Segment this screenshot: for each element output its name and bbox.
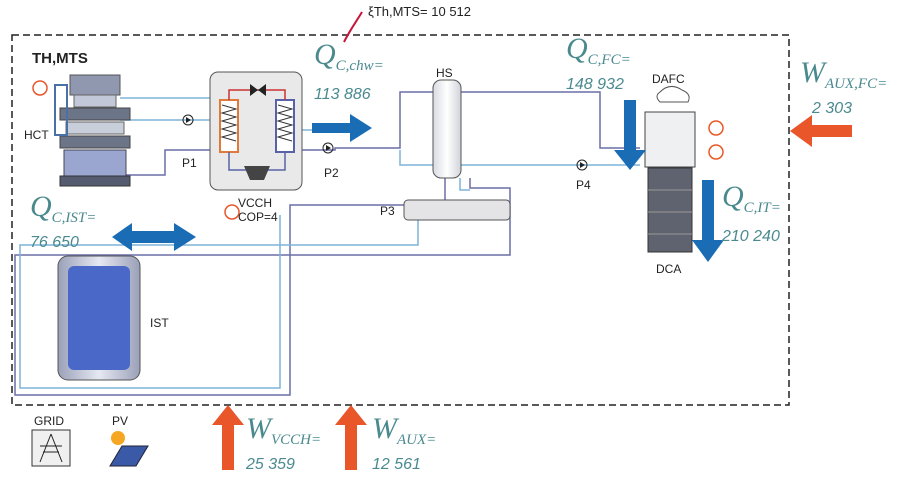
q-ist-symbol: QC,IST= — [30, 190, 97, 226]
q-fc-symbol: QC,FC= — [566, 32, 631, 68]
q-chw-value: 113 886 — [314, 86, 371, 103]
pv-panel-icon — [109, 445, 149, 467]
q-chw-symbol: QC,chw= — [314, 38, 384, 74]
sun-icon — [111, 431, 125, 445]
system-label: TH,MTS — [32, 50, 88, 67]
exergy-pointer — [343, 11, 363, 43]
q-ist-value: 76 650 — [30, 234, 79, 251]
p2-label: P2 — [324, 166, 339, 180]
w-vcch-symbol: WVCCH= — [246, 412, 322, 448]
w-aux-value: 12 561 — [372, 456, 421, 473]
ist-storage-tank — [57, 255, 141, 381]
w-auxfc-value: 2 303 — [812, 100, 853, 117]
dca-label: DCA — [656, 262, 682, 276]
power-icons — [32, 80, 724, 220]
vcch-label: VCCH — [238, 196, 273, 210]
q-it-symbol: QC,IT= — [722, 180, 781, 216]
vcch-chiller — [209, 71, 303, 191]
work-arrows — [212, 115, 852, 470]
heat-arrows — [112, 100, 724, 262]
w-vcch-value: 25 359 — [246, 456, 295, 473]
p3-box — [403, 199, 511, 221]
grid-icon — [31, 429, 71, 467]
system-boundary — [11, 34, 790, 406]
pv-label: PV — [112, 414, 129, 428]
p1-label: P1 — [182, 156, 197, 170]
p3-label: P3 — [380, 204, 395, 218]
w-auxfc-symbol: WAUX,FC= — [800, 56, 888, 92]
grid-label: GRID — [34, 414, 64, 428]
pump-icons — [182, 114, 588, 171]
hct-label: HCT — [24, 128, 49, 142]
q-fc-value: 148 932 — [566, 76, 624, 93]
pylon-icon — [39, 433, 63, 463]
hs-hydraulic-separator — [432, 79, 462, 179]
pipes — [14, 91, 640, 396]
exergy-label: ξTh,MTS= 10 512 — [368, 4, 472, 19]
dca-rack — [644, 86, 696, 253]
q-it-value: 210 240 — [722, 228, 780, 245]
cop-label: COP=4 — [238, 210, 278, 224]
ist-label: IST — [150, 316, 169, 330]
hct-cooling-tower — [54, 74, 131, 187]
p4-label: P4 — [576, 178, 591, 192]
hs-label: HS — [436, 66, 453, 80]
w-aux-symbol: WAUX= — [372, 412, 437, 448]
dafc-label: DAFC — [652, 72, 685, 86]
